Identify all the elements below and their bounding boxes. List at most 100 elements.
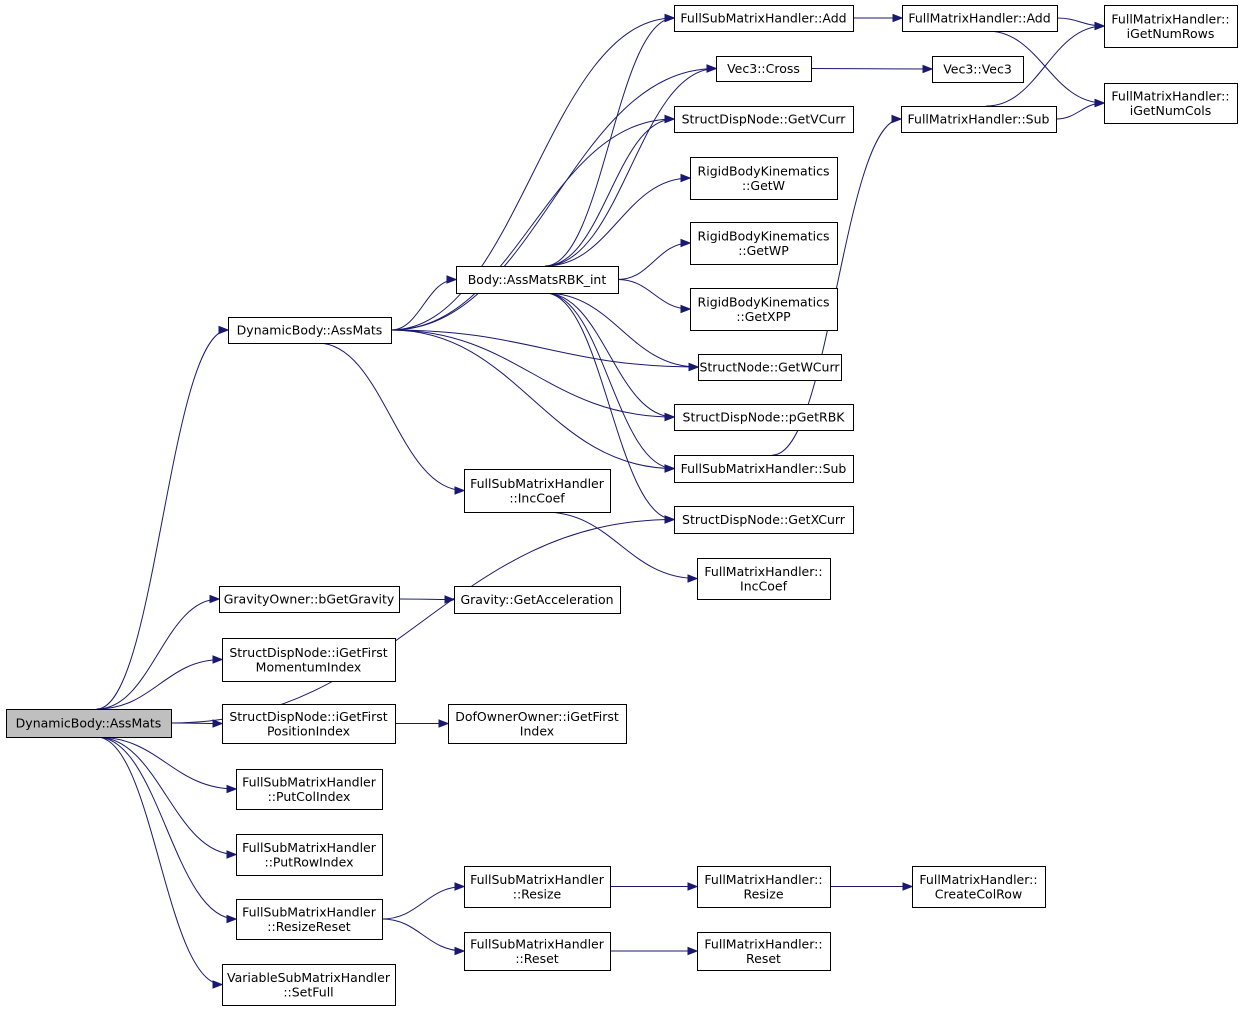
node-label-rbk_getxpp-0: RigidBodyKinematics [698,294,830,309]
arrowhead-fm_resize-to-fm_createcolrow [902,882,914,891]
node-label-fm_createcolrow-1: CreateColRow [935,886,1022,901]
node-box-rbk_getxpp [690,288,838,331]
node-box-vsm_setfull [222,964,396,1006]
edges-layer [96,13,1106,989]
node-fm_reset[interactable]: FullMatrixHandler::Reset [697,932,831,971]
arrowhead-dynbody_root-to-sdn_firstpos [212,719,224,728]
node-label-fm_resize-0: FullMatrixHandler:: [704,872,822,887]
node-label-rbk_getwp-1: ::GetWP [738,243,789,258]
node-box-grav_getacc [454,586,621,614]
node-label-fsm_putrow-0: FullSubMatrixHandler [242,840,377,855]
node-rbk_getw[interactable]: RigidBodyKinematics::GetW [690,157,838,200]
node-go_bgetgravity[interactable]: GravityOwner::bGetGravity [219,586,400,613]
arrowhead-fsm_resizereset-to-fsm_reset [454,946,466,956]
node-label-fsm_inccoef-0: FullSubMatrixHandler [470,476,605,491]
node-label-fm_rows-1: iGetNumRows [1127,26,1215,41]
node-vec3_cross[interactable]: Vec3::Cross [716,56,812,82]
node-label-dynbody_root-0: DynamicBody::AssMats [16,716,162,731]
arrowhead-body_rbk-to-sdn_getvcurr [664,114,676,124]
arrowhead-dynbody_top-to-body_rbk [446,275,458,284]
node-grav_getacc[interactable]: Gravity::GetAcceleration [454,586,621,614]
node-fsm_sub[interactable]: FullSubMatrixHandler::Sub [674,455,854,483]
node-box-fsm_putrow [236,834,383,876]
arrowhead-fsm_sub-to-fm_sub [891,114,903,124]
node-label-vsm_setfull-0: VariableSubMatrixHandler [227,970,391,985]
node-label-fm_rows-0: FullMatrixHandler:: [1111,11,1229,26]
edge-dynbody_root-to-fsm_putrow [96,736,237,855]
edge-dynbody_root-to-go_bgetgravity [96,598,220,710]
node-fm_createcolrow[interactable]: FullMatrixHandler::CreateColRow [912,866,1046,908]
node-sdn_getxcurr[interactable]: StructDispNode::GetXCurr [674,506,854,534]
node-box-fm_resize [697,866,831,908]
node-box-dynbody_top [228,317,392,344]
node-fsm_putrow[interactable]: FullSubMatrixHandler::PutRowIndex [236,834,383,876]
node-label-fsm_resizereset-1: ::ResizeReset [267,919,350,934]
node-label-fm_resize-1: Resize [743,886,783,901]
node-fsm_inccoef[interactable]: FullSubMatrixHandler::IncCoef [464,469,611,513]
node-box-dynbody_root [6,709,172,738]
node-fsm_add[interactable]: FullSubMatrixHandler::Add [674,5,854,32]
node-vec3_vec3[interactable]: Vec3::Vec3 [932,56,1024,83]
edge-body_rbk-to-sdn_getvcurr [545,118,675,267]
node-label-sdn_firstmom-0: StructDispNode::iGetFirst [229,645,387,660]
node-label-doo_firstidx-0: DofOwnerOwner::iGetFirst [455,709,619,724]
node-fm_add[interactable]: FullMatrixHandler::Add [902,5,1058,32]
node-label-rbk_getw-0: RigidBodyKinematics [698,163,830,178]
node-box-rbk_getw [690,157,838,200]
edge-fm_sub-to-fm_rows [986,25,1105,107]
node-label-sdn_getvcurr-0: StructDispNode::GetVCurr [682,112,847,127]
node-label-fsm_add-0: FullSubMatrixHandler::Add [680,11,846,26]
node-label-fm_reset-1: Reset [746,951,781,966]
arrowhead-dynbody_root-to-sdn_firstmom [212,655,224,664]
arrowhead-dynbody_root-to-go_bgetgravity [209,594,221,604]
node-label-fsm_putcol-1: ::PutColIndex [268,789,351,804]
node-sdn_pgetrbk[interactable]: StructDispNode::pGetRBK [674,404,854,431]
node-rbk_getxpp[interactable]: RigidBodyKinematics::GetXPP [690,288,838,331]
node-fm_resize[interactable]: FullMatrixHandler::Resize [697,866,831,908]
arrowhead-body_rbk-to-rbk_getw [680,173,692,183]
node-fm_cols[interactable]: FullMatrixHandler::iGetNumCols [1104,83,1238,124]
node-box-sdn_pgetrbk [674,404,854,431]
node-label-vec3_cross-0: Vec3::Cross [727,61,800,76]
node-label-fm_cols-1: iGetNumCols [1130,103,1212,118]
node-rbk_getwp[interactable]: RigidBodyKinematics::GetWP [690,222,838,265]
node-sn_getwcurr[interactable]: StructNode::GetWCurr [698,354,842,381]
arrowhead-fm_sub-to-fm_rows [1094,21,1106,31]
node-box-sdn_getxcurr [674,506,854,534]
node-sdn_getvcurr[interactable]: StructDispNode::GetVCurr [674,106,854,133]
arrowhead-fsm_add-to-fm_add [892,13,904,23]
node-fm_rows[interactable]: FullMatrixHandler::iGetNumRows [1104,5,1238,48]
arrowhead-fm_sub-to-fm_cols [1094,98,1106,108]
node-label-rbk_getxpp-1: ::GetXPP [736,309,791,324]
arrowhead-fsm_reset-to-fm_reset [687,946,699,956]
node-label-vsm_setfull-1: ::SetFull [283,984,333,999]
node-fm_inccoef[interactable]: FullMatrixHandler::IncCoef [697,558,831,600]
edge-dynbody_top-to-fsm_sub [390,329,675,469]
arrowhead-dynbody_root-to-dynbody_top [218,325,230,335]
node-box-fsm_putcol [236,769,383,810]
node-fsm_putcol[interactable]: FullSubMatrixHandler::PutColIndex [236,769,383,810]
node-label-fm_sub-0: FullMatrixHandler::Sub [908,112,1050,127]
node-dynbody_root[interactable]: DynamicBody::AssMats [6,709,172,738]
node-label-fsm_resizereset-0: FullSubMatrixHandler [242,904,377,919]
node-box-fm_inccoef [697,558,831,600]
node-box-vec3_vec3 [932,56,1024,83]
node-fsm_resizereset[interactable]: FullSubMatrixHandler::ResizeReset [236,899,383,940]
edge-body_rbk-to-sdn_pgetrbk [545,292,675,418]
node-box-fsm_inccoef [464,469,611,513]
node-fsm_reset[interactable]: FullSubMatrixHandler::Reset [464,932,611,971]
edge-body_rbk-to-vec3_cross [545,68,717,267]
node-box-fsm_sub [674,455,854,483]
node-body_rbk[interactable]: Body::AssMatsRBK_int [456,266,619,294]
node-vsm_setfull[interactable]: VariableSubMatrixHandler::SetFull [222,964,396,1006]
node-fsm_resize[interactable]: FullSubMatrixHandler::Resize [464,866,611,908]
node-label-fsm_resize-0: FullSubMatrixHandler [470,872,605,887]
edge-dynbody_top-to-vec3_cross [390,68,717,331]
node-fm_sub[interactable]: FullMatrixHandler::Sub [901,106,1057,133]
edge-fsm_resizereset-to-fsm_resize [381,886,465,920]
arrowhead-dynbody_root-to-fsm_resizereset [226,914,238,924]
node-dynbody_top[interactable]: DynamicBody::AssMats [228,317,392,344]
